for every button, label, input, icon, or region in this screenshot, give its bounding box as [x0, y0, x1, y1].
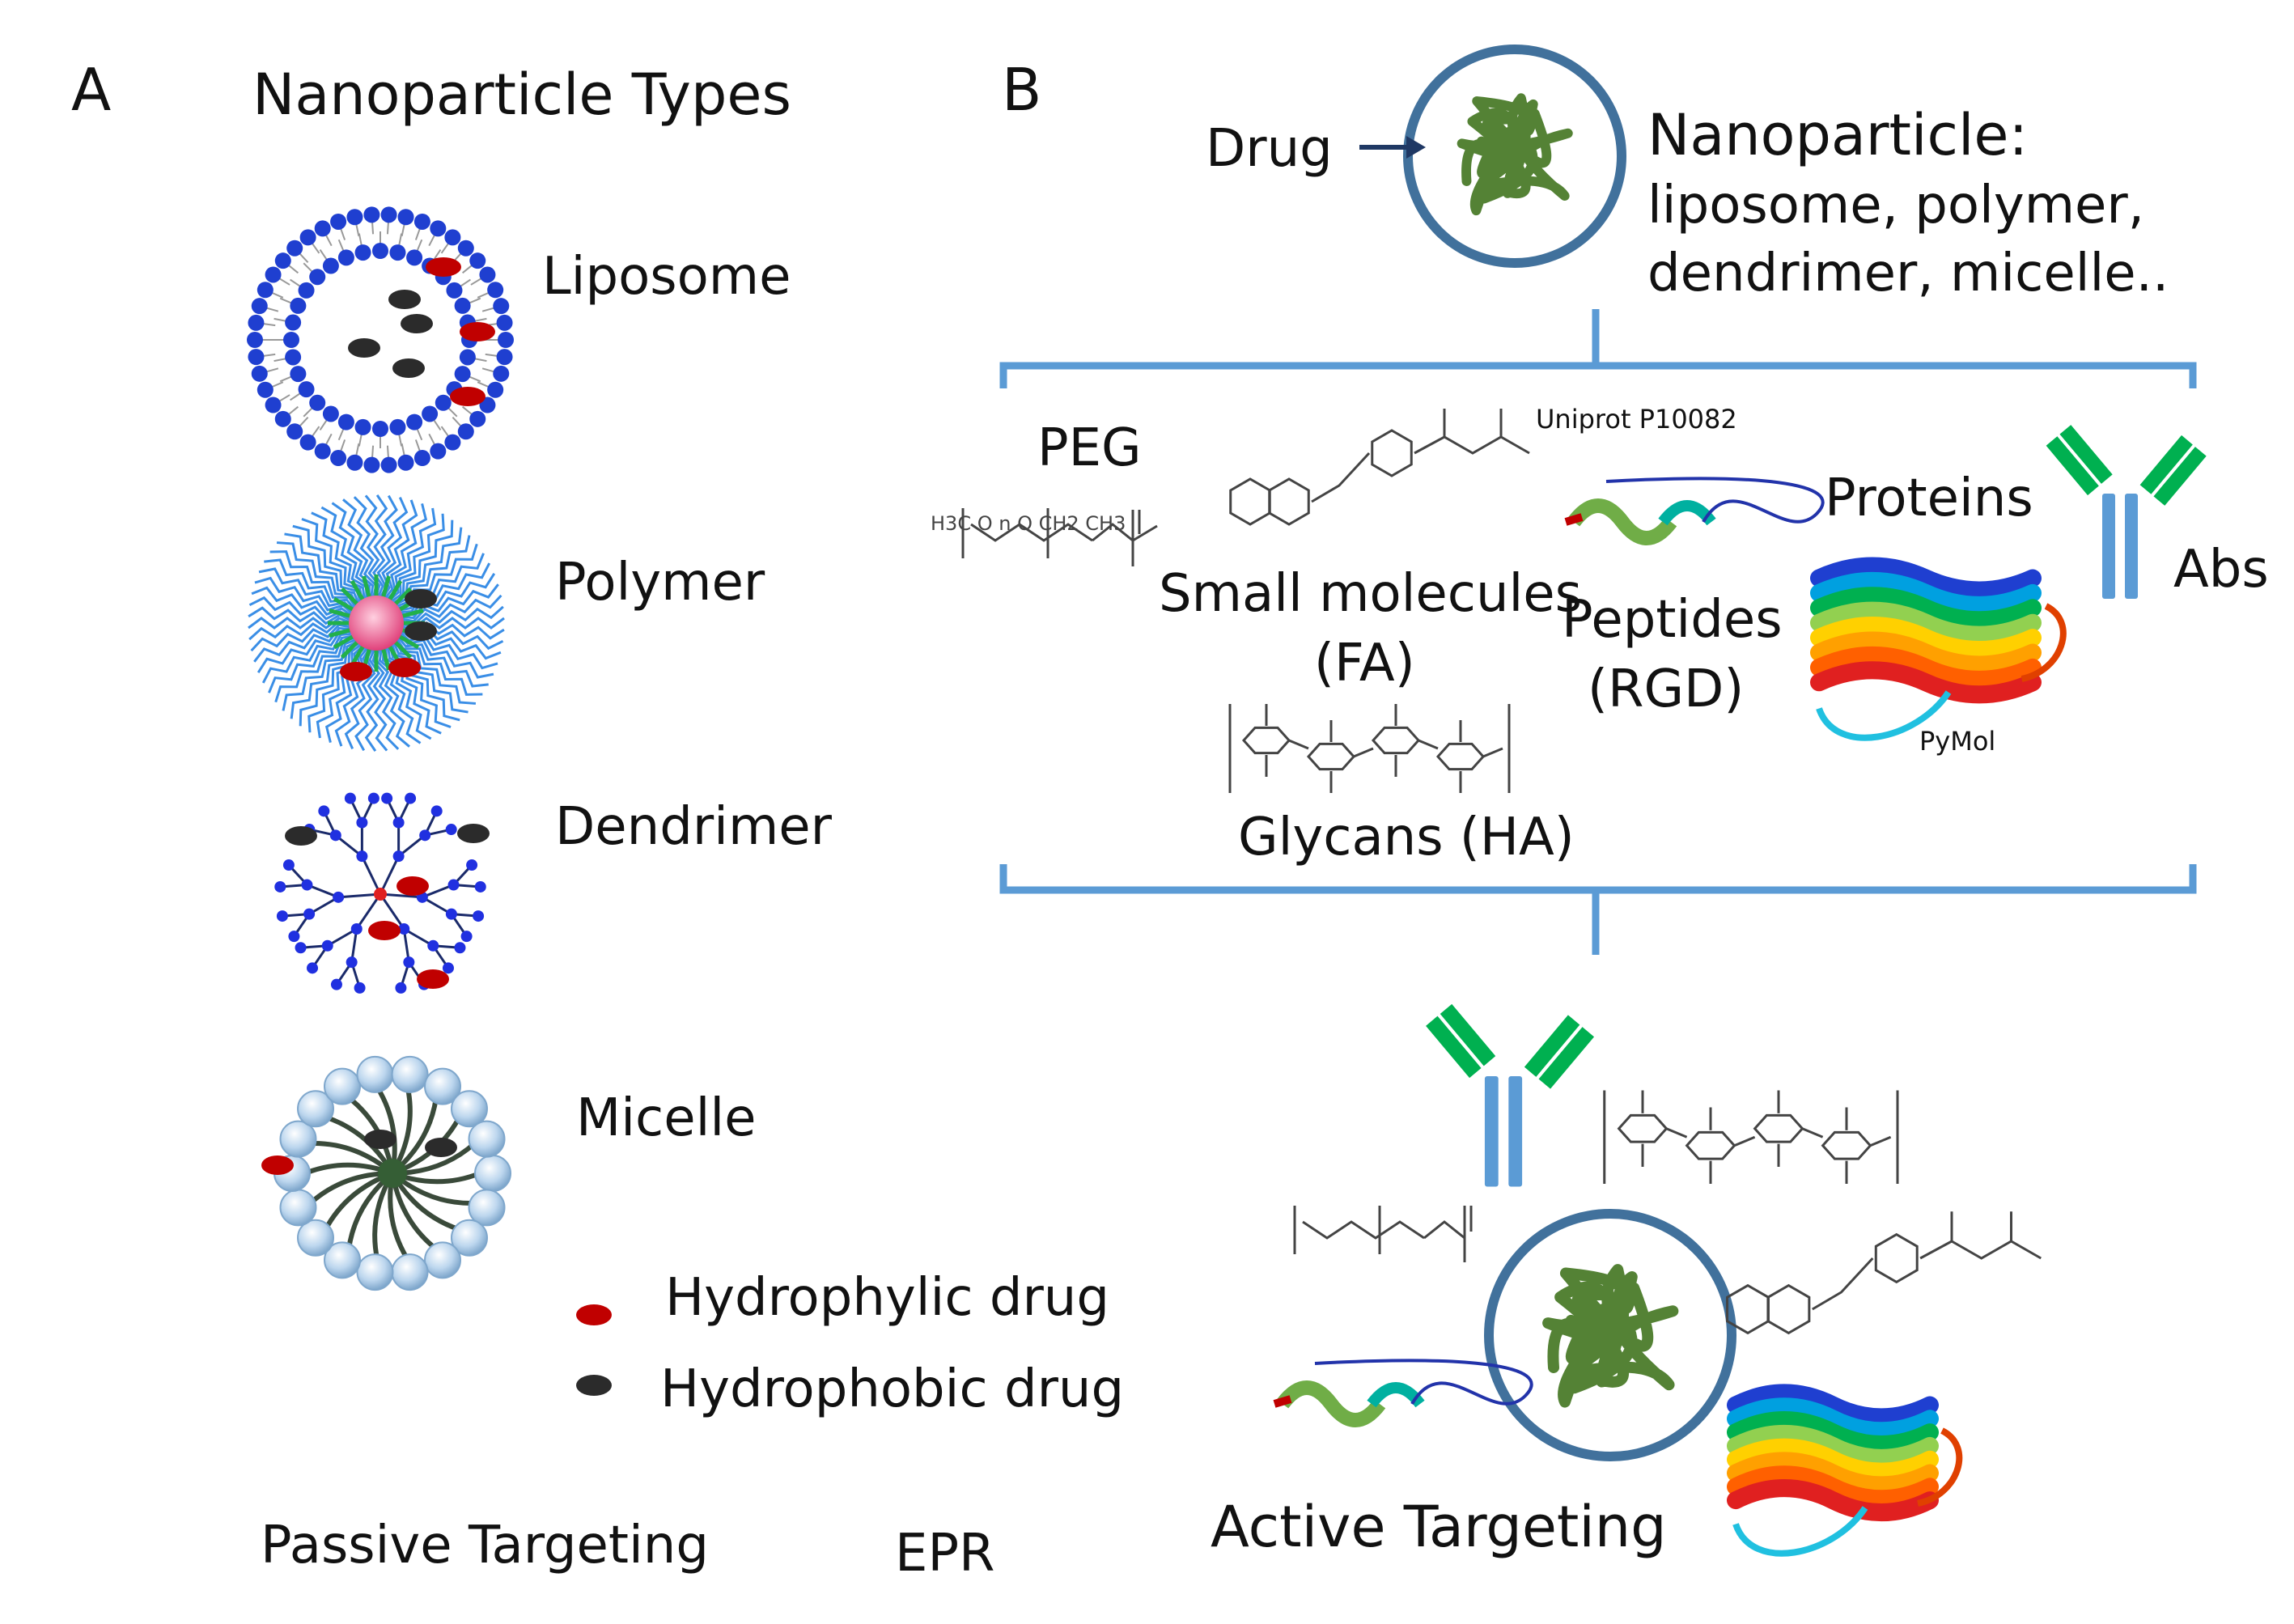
drug-arrow: [1359, 136, 1426, 159]
panel-b-letter: B: [1002, 56, 1042, 124]
label-proteins: Proteins: [1825, 469, 2033, 528]
label-passive-targeting: Passive Targeting: [261, 1516, 709, 1575]
peptide-ribbon-bottom: [1273, 1359, 1533, 1427]
protein-ribbon-bottom: [1727, 1384, 1963, 1557]
label-small-molecules: Small molecules: [1159, 564, 1582, 624]
label-uniprot: Uniprot P10082: [1536, 404, 1737, 435]
legend-hydrophilic: Hydrophylic drug: [665, 1268, 1109, 1328]
label-peg: PEG: [1037, 418, 1142, 478]
protein-ribbon-top: [1810, 557, 2067, 741]
label-epr: EPR: [895, 1524, 995, 1584]
panel-a-title: Nanoparticle Types: [252, 61, 791, 128]
hydrophobic-drug-marker: [576, 1375, 612, 1396]
label-dendrimer: Dendrimer: [555, 797, 832, 857]
label-liposome: Liposome: [542, 247, 791, 307]
legend-hydrophobic: Hydrophobic drug: [660, 1359, 1125, 1419]
panel-a-letter: A: [71, 56, 112, 124]
label-nanoparticle-line2: liposome, polymer,: [1647, 176, 2145, 235]
label-glycans: Glycans (HA): [1238, 808, 1575, 867]
nanoparticle-top: [1403, 45, 1626, 268]
antibody-icon-top: [2046, 425, 2207, 599]
glycan-structure-bottom: [1603, 1090, 1899, 1184]
label-drug: Drug: [1206, 119, 1333, 179]
folic-acid-structure-top: [1229, 409, 1530, 526]
drug-coil-bottom: [1542, 1264, 1679, 1408]
antibody-icon-bottom: [1426, 1003, 1595, 1187]
peptide-ribbon-top: [1564, 477, 1825, 545]
label-nanoparticle-title: Nanoparticle:: [1647, 102, 2029, 168]
hydrophilic-drug-marker: [576, 1304, 612, 1325]
peg-chem-labels: H3C O n O CH2 CH3: [931, 512, 1126, 535]
label-nanoparticle-line3: dendrimer, micelle..: [1647, 244, 2169, 303]
top-bracket: [999, 309, 2197, 388]
liposome-graphic: [247, 206, 514, 473]
label-peptides: Peptides: [1562, 590, 1783, 650]
label-polymer: Polymer: [555, 553, 765, 613]
bottom-bracket: [999, 864, 2197, 955]
nanoparticle-bottom: [1484, 1209, 1736, 1461]
label-micelle: Micelle: [576, 1088, 757, 1148]
label-active-targeting: Active Targeting: [1211, 1494, 1667, 1560]
label-fa: (FA): [1314, 634, 1415, 693]
drug-coil-top: [1457, 93, 1573, 216]
peg-structure-bottom: [1293, 1206, 1473, 1262]
polymer-graphic: [248, 494, 505, 752]
label-abs: Abs: [2173, 540, 2269, 600]
peg-structure: [961, 508, 1158, 566]
micelle-graphic: [261, 1055, 511, 1291]
folic-acid-structure-bottom: [1726, 1211, 2042, 1335]
label-pymol: PyMol: [1919, 726, 1996, 757]
dendrimer-graphic: [274, 792, 490, 994]
label-rgd: (RGD): [1588, 659, 1745, 719]
glycan-structure-top: [1228, 704, 1511, 793]
